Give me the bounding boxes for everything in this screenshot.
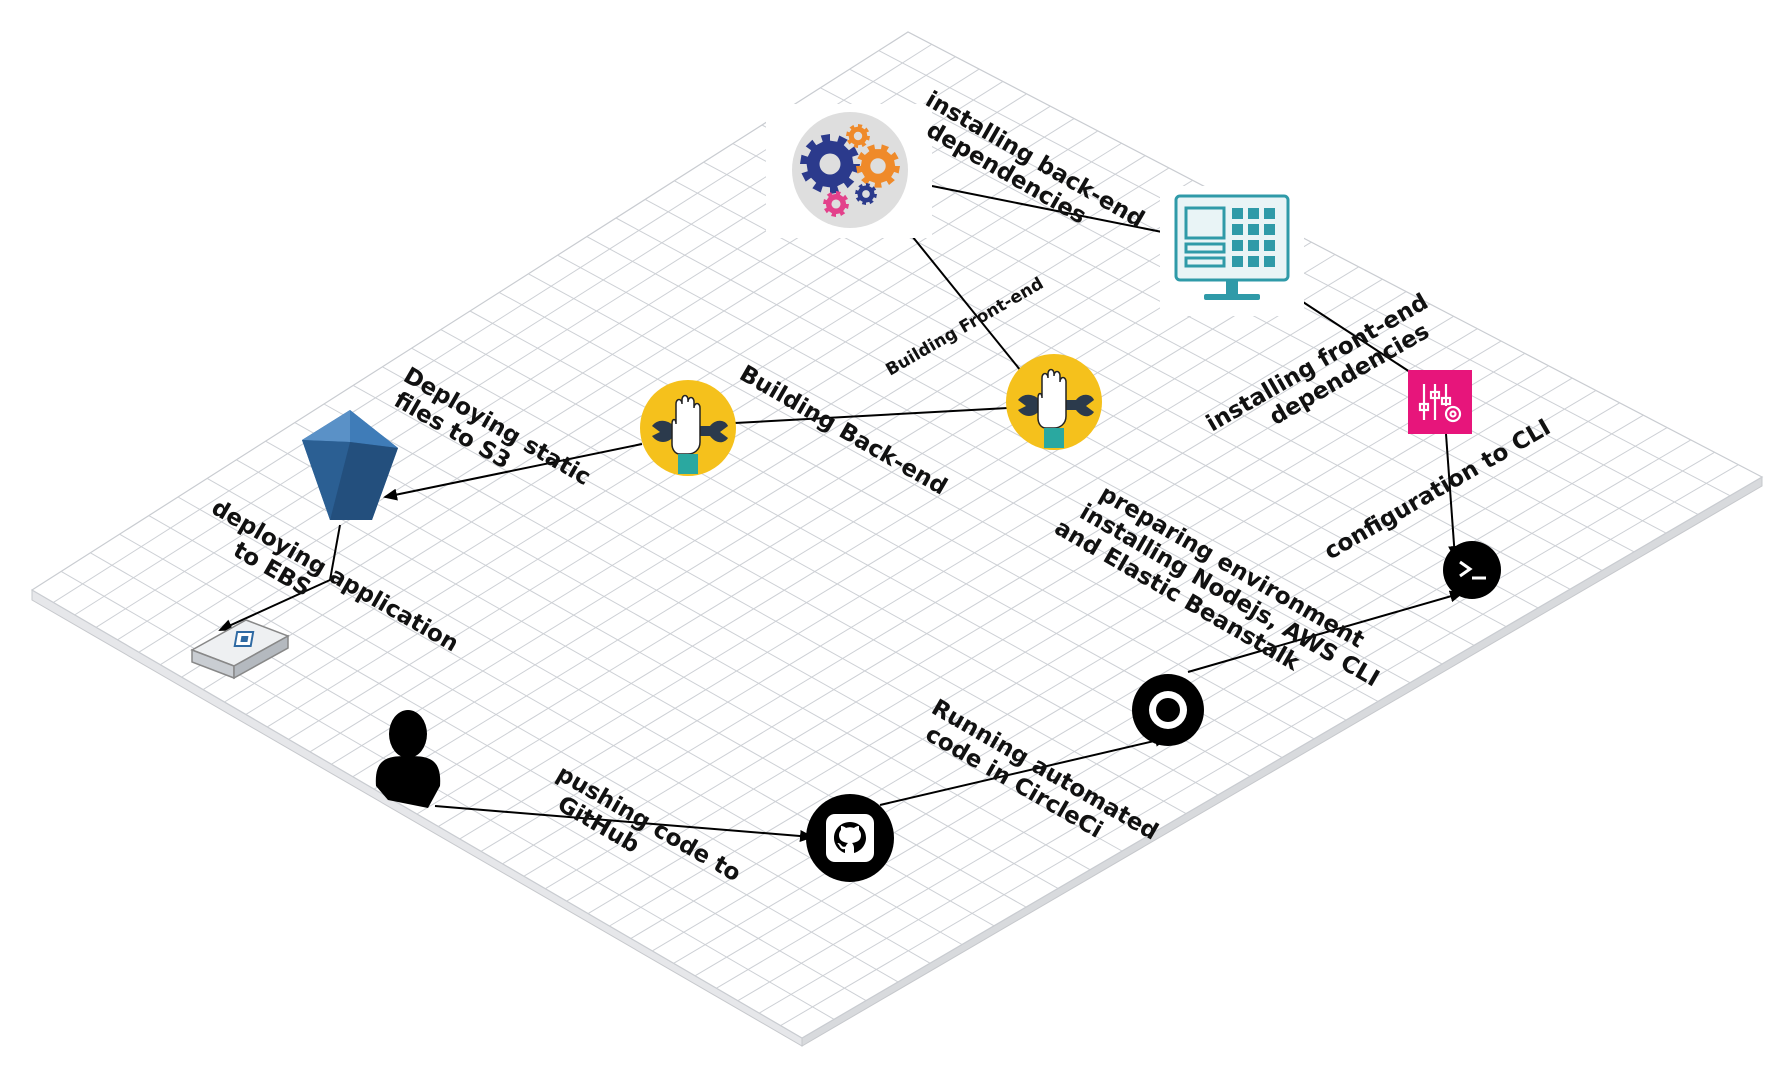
systems-manager-icon	[1408, 370, 1472, 434]
wrench-hand-icon	[640, 380, 736, 476]
arrow-github-to-circleci	[879, 734, 1169, 806]
arrow-to-ebs	[218, 579, 331, 631]
arrow-ssm-to-terminal	[1445, 433, 1461, 560]
monitor-dashboard-icon	[1160, 186, 1304, 316]
arrow-s3-to-ebs	[329, 524, 341, 581]
arrow-user-to-github	[434, 805, 814, 842]
gears-icon	[766, 104, 932, 238]
line-monitor-to-ssm	[1302, 301, 1411, 373]
wrench-hand-icon	[1006, 354, 1102, 450]
s3-bucket-icon	[302, 410, 398, 520]
line-tool-right-to-left	[734, 407, 1009, 424]
line-gears-to-tool-right	[911, 235, 1026, 377]
line-gears-to-monitor	[931, 185, 1163, 233]
circleci-icon	[1132, 674, 1204, 746]
connectors	[218, 185, 1464, 842]
terminal-icon	[1443, 541, 1501, 599]
github-icon	[806, 794, 894, 882]
ebs-instance-icon	[190, 619, 290, 680]
arrow-tool-left-to-s3	[383, 443, 643, 501]
arrow-circleci-to-terminal	[1187, 590, 1464, 673]
isometric-platform	[30, 31, 1764, 1047]
user-icon	[375, 710, 441, 808]
